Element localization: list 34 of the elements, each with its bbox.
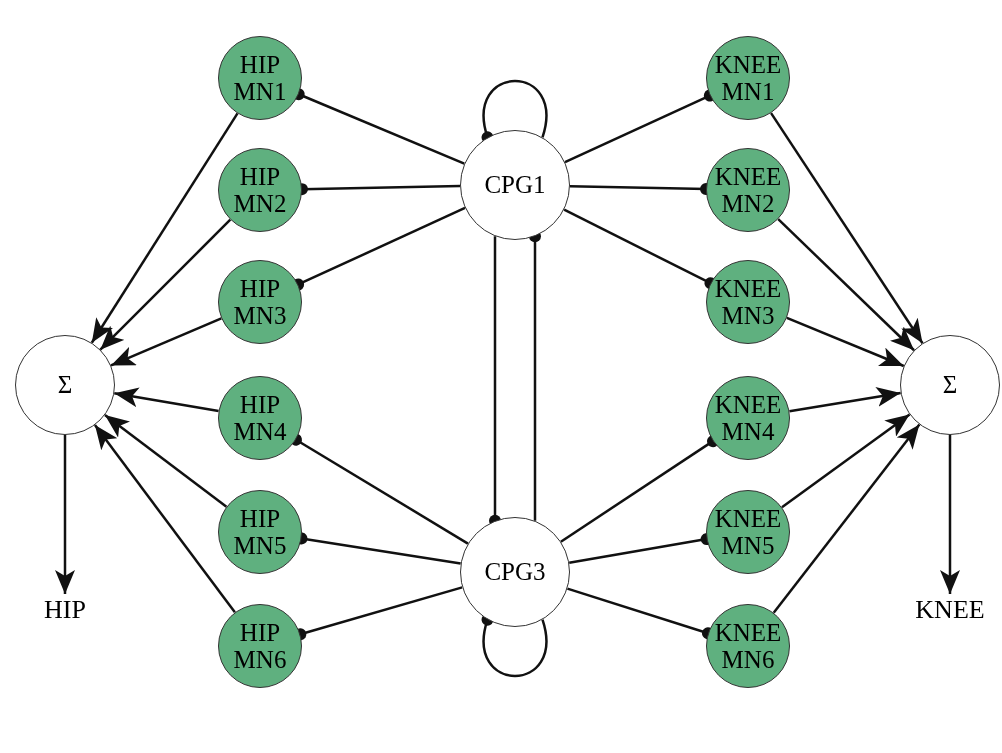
arrow xyxy=(104,414,228,508)
arrow xyxy=(99,218,232,351)
arrow xyxy=(777,218,915,352)
node-label: KNEE MN6 xyxy=(713,618,783,674)
arrow xyxy=(90,112,239,344)
node-label: KNEE MN4 xyxy=(713,390,783,446)
arrow xyxy=(781,413,911,509)
node-label: Σ xyxy=(56,371,74,399)
node-label: KNEE MN3 xyxy=(713,274,783,330)
arrow xyxy=(770,112,924,344)
self-loop-connector xyxy=(481,613,548,678)
output-label: KNEE xyxy=(915,597,985,623)
output-label: HIP xyxy=(44,597,86,623)
node-label: CPG1 xyxy=(483,171,547,199)
arrow xyxy=(789,387,901,413)
node-label: HIP MN4 xyxy=(232,390,288,446)
arrow xyxy=(114,387,219,413)
node-label: CPG3 xyxy=(483,558,547,586)
node-label: HIP MN3 xyxy=(232,274,288,330)
node-label: HIP MN5 xyxy=(232,504,288,560)
arrow xyxy=(110,317,222,367)
arrow xyxy=(940,435,960,594)
arrow xyxy=(786,316,905,368)
inhibitory-connector xyxy=(560,435,719,543)
arrow xyxy=(55,435,75,594)
node-label: KNEE MN1 xyxy=(713,50,783,106)
arrow xyxy=(772,423,921,614)
arrow xyxy=(93,424,236,614)
node-label: HIP MN6 xyxy=(232,618,288,674)
node-label: Σ xyxy=(941,371,959,399)
node-label: HIP MN1 xyxy=(232,50,288,106)
node-label: KNEE MN2 xyxy=(713,162,783,218)
node-label: HIP MN2 xyxy=(232,162,288,218)
node-label: KNEE MN5 xyxy=(713,504,783,560)
